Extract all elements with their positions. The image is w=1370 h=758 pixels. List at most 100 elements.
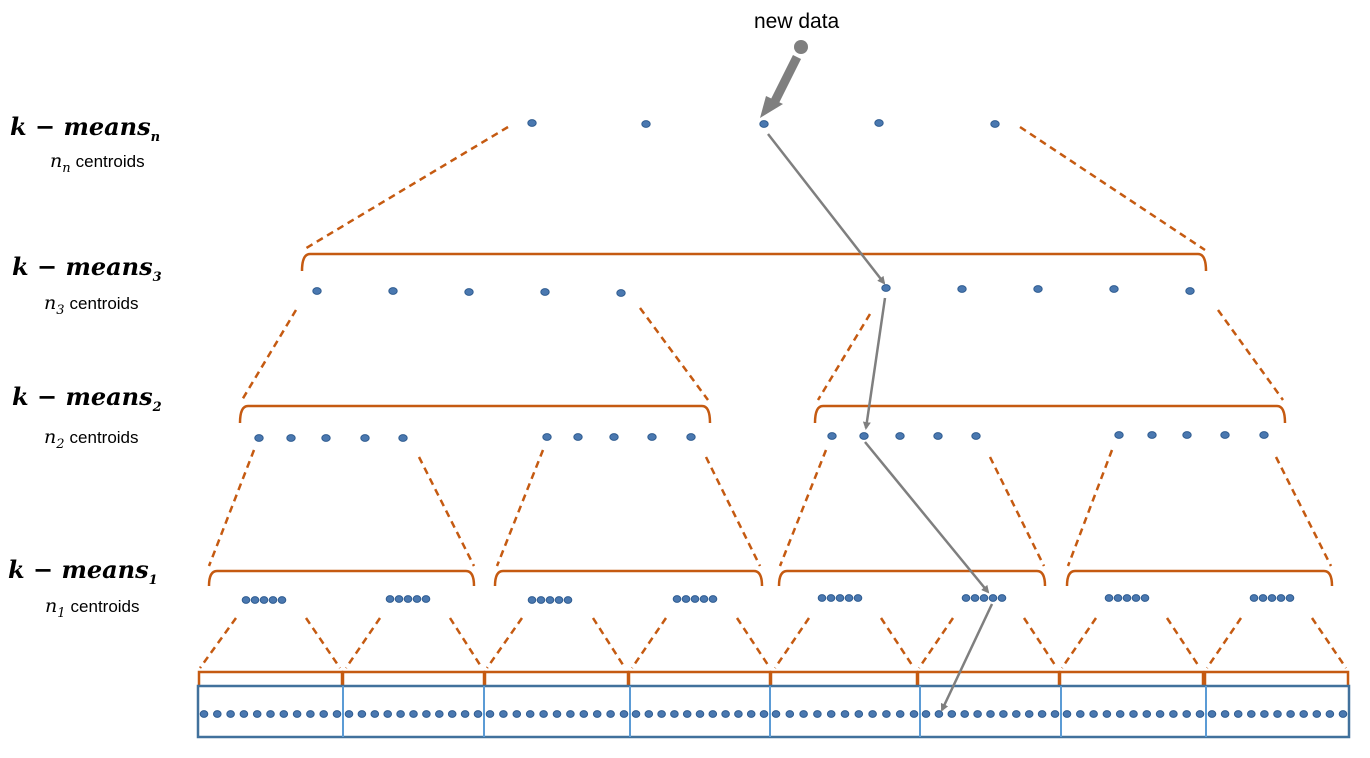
centroid-dot [545,596,555,604]
centroid-dot [525,710,535,718]
centroid-dot [1155,710,1165,718]
centroid-dot [403,595,413,603]
centroid-dot [312,287,322,295]
dashed-connector [988,456,1046,567]
centroid-dot [1325,710,1335,718]
centroid-dot [292,710,302,718]
dashed-connector [1019,125,1206,252]
centroid-dot [1338,710,1348,718]
dashed-connector [1310,617,1348,669]
svg-text:k − means2: k − means2 [12,382,162,415]
cluster-bracket [207,569,476,587]
dashed-connector [735,617,772,669]
dashed-connector [778,449,828,567]
centroid-dot [398,434,408,442]
centroid-dot [827,432,837,440]
centroid-dot [279,710,289,718]
centroid-dot [250,596,260,604]
centroid-dot [254,434,264,442]
centroid-dot [421,595,431,603]
centroid-dot [573,433,583,441]
centroid-dot [1076,710,1085,718]
centroid-dot [1114,431,1124,439]
dashed-connector [773,617,811,669]
dashed-connector [302,125,509,252]
centroid-dot [563,596,573,604]
dashed-connector [344,617,382,669]
centroid-dot [1247,710,1256,718]
dashed-connector [198,617,238,669]
centroid-dot [1258,594,1268,602]
centroid-dot [1104,594,1114,602]
centroid-dot [990,120,1000,128]
centroid-dot [566,710,575,718]
centroid-dot [971,432,981,440]
centroid-dot [644,710,654,718]
leaf-bracket [483,670,630,685]
centroid-dot [844,594,854,602]
centroid-dot [957,285,967,293]
centroid-dot [835,594,845,602]
dashed-connector [417,456,476,567]
centroid-dot [1299,710,1308,718]
centroid-dot [708,595,718,603]
centroid-dot [435,710,444,718]
centroid-dot [1109,285,1119,293]
centroid-dot [383,710,393,718]
dashed-connector [704,456,762,567]
centroid-dot [536,596,546,604]
centroid-dot [554,596,564,604]
centroid-dot [473,710,483,718]
centroid-dot [1050,710,1060,718]
centroid-dot [1195,710,1205,718]
centroid-dot [609,433,619,441]
centroid-dot [657,710,666,718]
centroid-dot [606,710,615,718]
centroid-dot [616,289,626,297]
dashed-connector [1216,309,1285,401]
centroid-dot [647,433,657,441]
centroid-dot [970,594,980,602]
centroid-dot [895,432,905,440]
centroid-dot [686,433,696,441]
centroid-dot [527,596,537,604]
centroid-dot [542,433,552,441]
centroid-dot [759,120,769,128]
centroid-dot [385,595,395,603]
centroid-dot [690,595,700,603]
centroid-dot [721,710,730,718]
dashed-connector [304,617,342,669]
centroid-dot [409,710,418,718]
leaf-bracket [769,670,919,685]
centroid-dot [881,284,891,292]
centroid-dot [988,594,998,602]
dashed-connector [485,617,524,669]
centroid-dot [460,710,470,718]
centroid-dot [357,710,367,718]
cluster-bracket [300,252,1208,272]
centroid-dot [268,596,278,604]
new-data-label: new data [754,10,840,33]
centroid-dot [771,710,781,718]
data-bins [196,684,1351,739]
centroid-dot [422,710,431,718]
dashed-connector [1274,456,1333,567]
centroid-dot [552,710,562,718]
centroid-dot [746,710,756,718]
centroid-dot [1286,710,1295,718]
centroid-dot [1062,710,1072,718]
leaf-bracket [341,670,486,685]
centroid-dot [527,119,537,127]
centroid-dot [1102,710,1112,718]
dashed-connector [638,307,710,401]
cluster-brackets [197,252,1350,685]
centroid-dot [485,710,495,718]
centroid-dot [1147,431,1157,439]
centroid-dot [579,710,589,718]
centroid-dot [1233,710,1243,718]
centroid-dot [213,710,222,718]
